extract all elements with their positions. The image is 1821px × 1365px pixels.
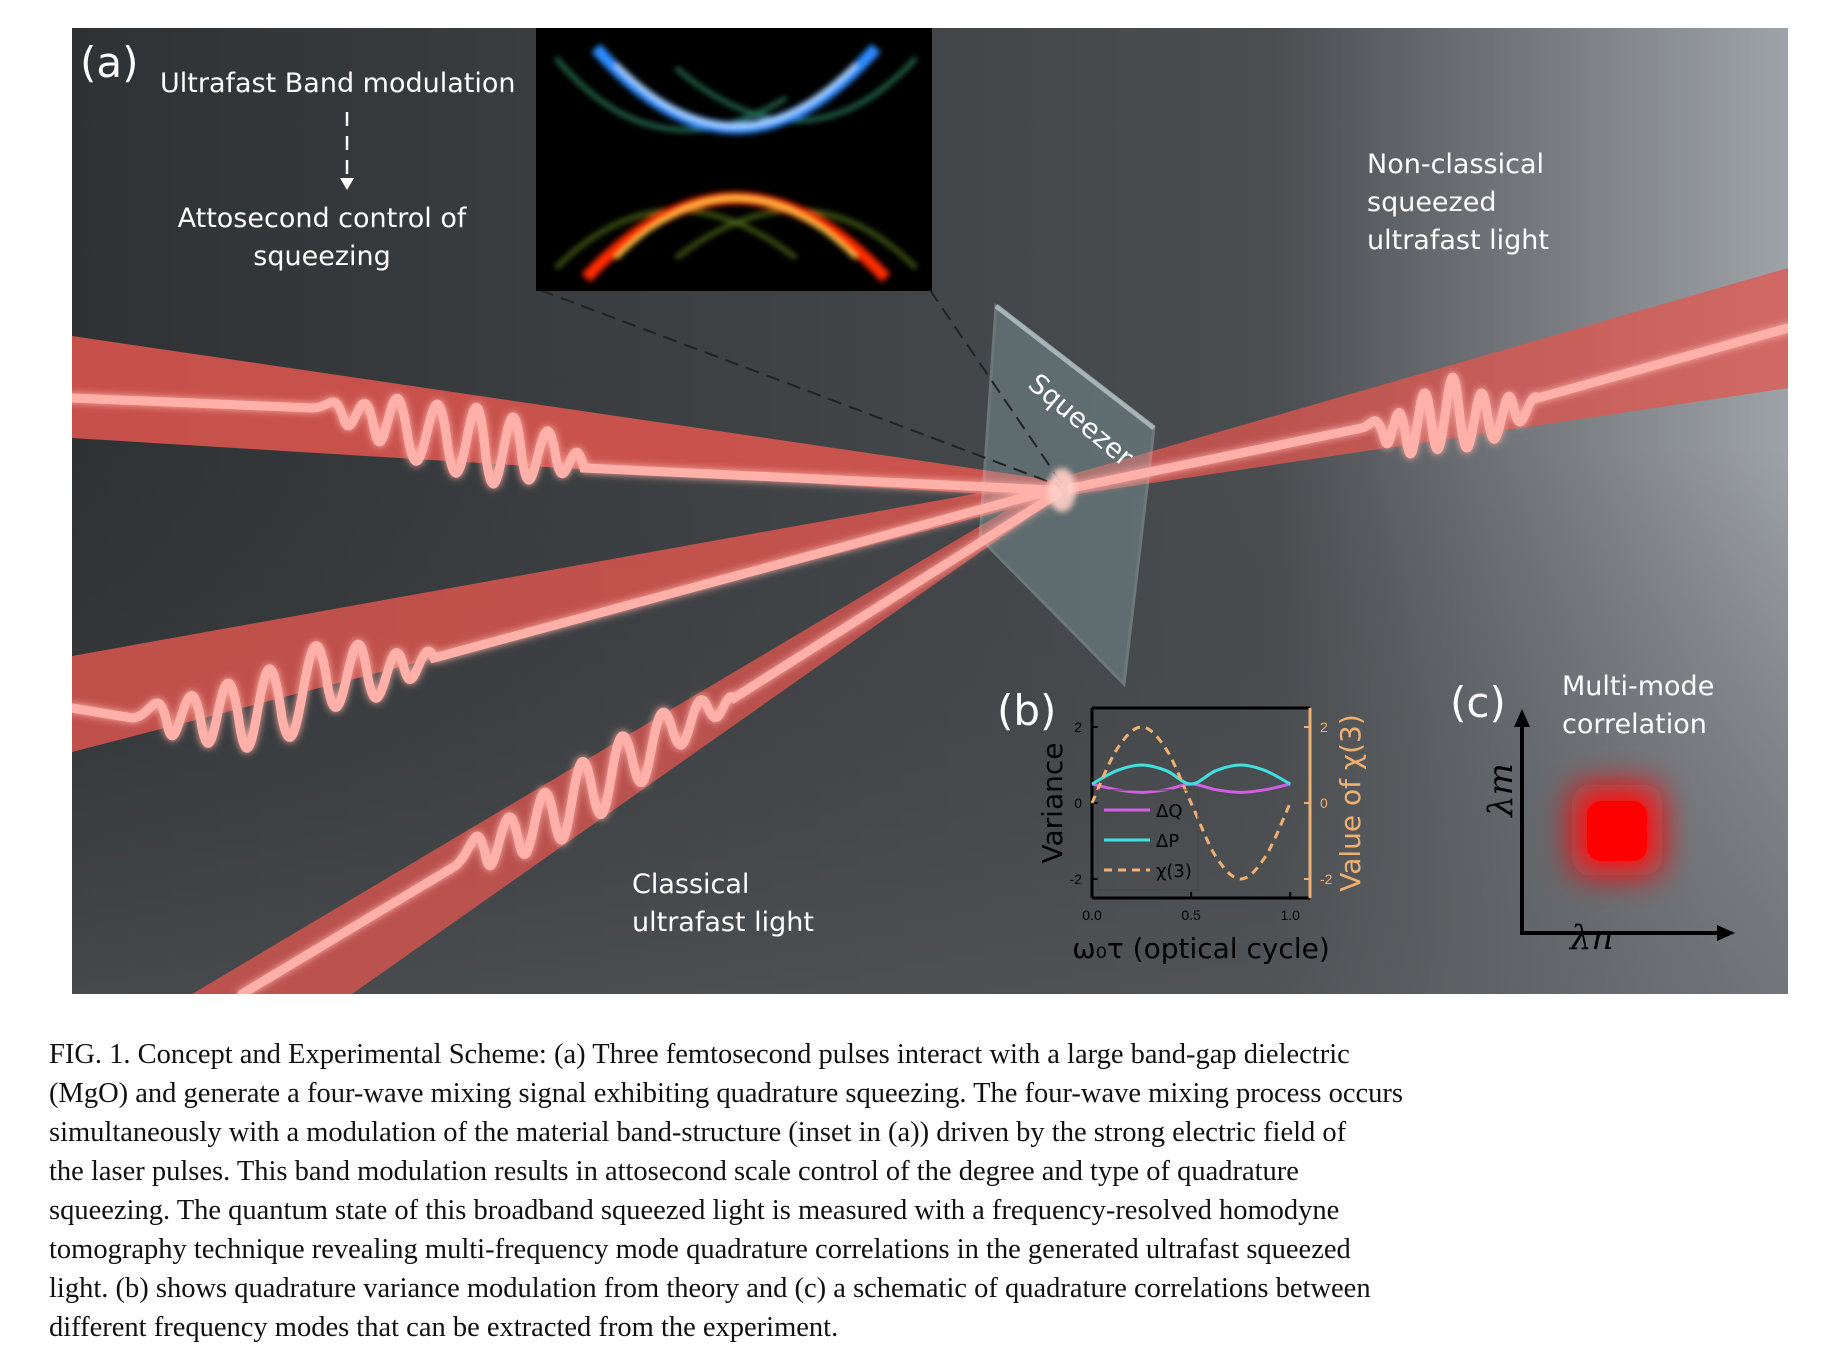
y-tick-label: 2 [1074,719,1082,735]
legend-box [1097,789,1199,891]
inset-connector-2 [929,289,1063,485]
y-axis-arrow [1514,709,1530,727]
valence-band-shadow-1 [554,208,798,270]
y-tick-label: 0 [1074,795,1082,811]
attosecond-line-1: Attosecond control of [177,203,467,234]
caption-line-8: different frequency modes that can be ex… [49,1312,839,1343]
y-right-tick-label: 0 [1320,795,1328,811]
conduction-band-shadow-2 [674,56,918,123]
valence-band-core [614,196,858,260]
beam-output [1052,268,1788,498]
caption-line-5: squeezing. The quantum state of this bro… [49,1195,1340,1226]
nonclassical-line-1: Non-classical [1367,149,1544,180]
y-axis-label: Variance [1036,743,1069,864]
caption-line-1: FIG. 1. Concept and Experimental Scheme:… [49,1039,1350,1070]
caption-line-3: simultaneously with a modulation of the … [49,1117,1347,1148]
legend-label: χ(3) [1156,861,1192,882]
series-line-2 [1090,725,1292,881]
beam-top [72,336,1052,498]
attosecond-line-2: squeezing [253,241,391,272]
variance-chart: 0.0 0.5 1.0 2 0 -2 2 0 -2 ΔQ ΔP χ(3) ω₀τ (optical cy… [1036,706,1367,965]
pulse-output [1067,323,1788,493]
lambda-n-label: λn [1570,918,1614,958]
panel-c-label: (c) [1450,678,1506,727]
x-axis-label: ω₀τ (optical cycle) [1072,932,1330,965]
pulse-middle [72,485,1057,753]
band-modulation-label: Ultrafast Band modulation [160,68,516,99]
pulse-top [72,393,1057,495]
legend-label: ΔP [1156,831,1179,852]
pulse-bottom [237,489,1062,994]
correlation-title: Multi-mode correlation [1562,668,1714,744]
classical-line-2: ultrafast light [632,907,814,938]
lambda-m-label: λm [1480,763,1521,817]
x-tick-label: 0.5 [1181,907,1201,923]
classical-line-1: Classical [632,869,750,900]
caption-line-7: light. (b) shows quadrature variance mod… [49,1273,1371,1304]
attosecond-label: Attosecond control of squeezing [172,200,472,276]
y-right-axis-label: Value of χ(3) [1334,714,1367,892]
panel-a-label: (a) [80,38,139,87]
inset-connector-1 [539,289,1061,487]
conduction-band-shadow-1 [554,56,788,133]
x-tick-label: 1.0 [1280,907,1300,923]
valence-band-shadow-2 [674,208,918,270]
panel-b-label: (b) [997,686,1057,735]
squeezer-edge [994,304,1156,430]
correlation-schematic [1514,709,1735,941]
caption-line-4: the laser pulses. This band modulation r… [49,1156,1299,1187]
correlation-title-line-2: correlation [1562,709,1707,740]
valence-band [581,192,891,283]
figure-1: (a) Ultrafast Band modulation Attosecond… [72,28,1788,994]
nonclassical-label: Non-classical squeezed ultrafast light [1367,146,1549,260]
x-axis-arrow [1717,925,1735,941]
series-line-1 [1091,763,1291,786]
correlation-blob-core [1587,801,1647,861]
legend-label: ΔQ [1156,801,1182,822]
classical-label: Classical ultrafast light [632,866,814,942]
beam-middle [72,480,1052,752]
dashed-arrow [340,112,354,190]
y-tick-label: -2 [1070,871,1083,887]
band-structure-inset [536,28,932,291]
correlation-title-line-1: Multi-mode [1562,671,1715,702]
y-right-tick-label: 2 [1320,719,1328,735]
nonclassical-line-3: ultrafast light [1367,225,1549,256]
caption-line-6: tomography technique revealing multi-fre… [49,1234,1351,1265]
nonclassical-line-2: squeezed [1367,187,1497,218]
x-tick-label: 0.0 [1082,907,1102,923]
conduction-band-core [614,62,858,128]
figure-caption: FIG. 1. Concept and Experimental Scheme:… [49,1035,1789,1347]
caption-line-2: (MgO) and generate a four-wave mixing si… [49,1078,1404,1109]
focus-spot [1048,468,1076,512]
y-right-tick-label: -2 [1320,871,1333,887]
